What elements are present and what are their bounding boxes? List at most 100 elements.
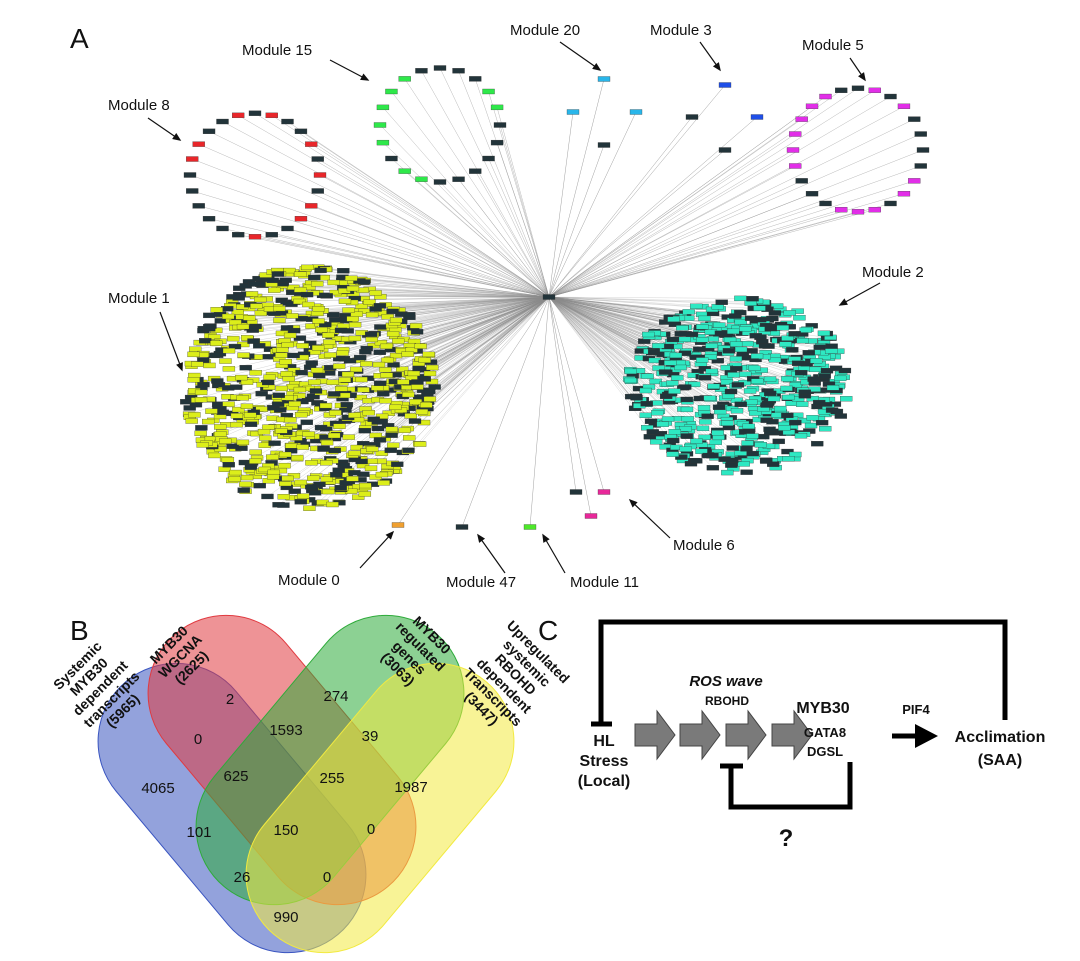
network-node bbox=[740, 469, 753, 475]
network-node bbox=[810, 358, 823, 364]
network-edge bbox=[548, 296, 592, 517]
network-edge bbox=[548, 296, 641, 359]
network-node bbox=[641, 373, 654, 379]
venn-count: 101 bbox=[186, 824, 211, 841]
network-node bbox=[279, 358, 292, 365]
network-node bbox=[346, 285, 360, 292]
network-node bbox=[369, 432, 382, 439]
network-node bbox=[697, 405, 711, 411]
panel-label-c: C bbox=[538, 615, 558, 646]
panel-label-a: A bbox=[70, 23, 89, 54]
network-node bbox=[490, 104, 504, 111]
network-node bbox=[411, 384, 424, 390]
network-node bbox=[365, 312, 379, 318]
network-node bbox=[305, 360, 318, 366]
network-node bbox=[373, 349, 386, 355]
network-node bbox=[320, 476, 333, 482]
network-node bbox=[726, 457, 739, 464]
network-node bbox=[373, 303, 387, 309]
network-node bbox=[711, 430, 724, 436]
network-node bbox=[254, 310, 268, 316]
network-node bbox=[789, 131, 802, 137]
network-node bbox=[789, 451, 802, 458]
network-node bbox=[680, 396, 693, 403]
network-node bbox=[412, 365, 425, 372]
network-node bbox=[698, 315, 711, 322]
network-node bbox=[781, 394, 795, 401]
network-node bbox=[274, 407, 287, 413]
venn-set-4 bbox=[245, 662, 515, 954]
network-edge bbox=[548, 193, 905, 298]
pointer-arrowhead bbox=[176, 362, 183, 372]
network-node bbox=[711, 304, 724, 310]
network-node bbox=[418, 357, 431, 363]
network-edge bbox=[548, 165, 921, 298]
network-node bbox=[229, 469, 242, 476]
network-node bbox=[401, 351, 414, 357]
network-node bbox=[824, 348, 838, 354]
network-node bbox=[834, 375, 847, 382]
network-node bbox=[281, 475, 294, 482]
network-node bbox=[294, 216, 308, 222]
network-node bbox=[523, 524, 537, 530]
network-node bbox=[656, 421, 669, 427]
network-edge bbox=[431, 296, 550, 382]
network-node bbox=[230, 413, 244, 419]
network-node bbox=[249, 458, 262, 464]
network-node bbox=[373, 437, 387, 443]
network-node bbox=[624, 377, 637, 384]
network-node bbox=[786, 347, 799, 353]
network-node bbox=[293, 298, 306, 305]
network-node bbox=[305, 460, 318, 466]
network-node bbox=[248, 110, 262, 116]
network-edge bbox=[548, 296, 656, 382]
network-node bbox=[348, 412, 361, 418]
network-node bbox=[259, 435, 272, 441]
network-node bbox=[314, 267, 327, 274]
network-node bbox=[805, 103, 819, 109]
network-node bbox=[734, 401, 747, 408]
network-edge bbox=[377, 296, 550, 421]
network-edge bbox=[324, 268, 550, 298]
network-node bbox=[469, 76, 482, 82]
network-node bbox=[760, 458, 773, 464]
network-node bbox=[277, 502, 290, 508]
network-node bbox=[237, 487, 250, 493]
network-node bbox=[649, 439, 663, 445]
network-edge bbox=[189, 174, 550, 298]
network-node bbox=[281, 118, 294, 125]
network-node bbox=[698, 366, 711, 372]
network-node bbox=[219, 438, 232, 444]
network-edge bbox=[548, 296, 686, 314]
module-label-3: Module 3 bbox=[650, 22, 712, 39]
network-node bbox=[398, 427, 411, 433]
network-node bbox=[712, 404, 726, 410]
network-node bbox=[367, 342, 380, 349]
network-node bbox=[740, 446, 753, 452]
network-node bbox=[794, 433, 808, 439]
network-node bbox=[389, 317, 403, 323]
network-node bbox=[195, 425, 208, 431]
network-node bbox=[699, 419, 712, 425]
network-node bbox=[407, 370, 421, 377]
network-node bbox=[779, 341, 792, 347]
network-node bbox=[643, 434, 657, 440]
network-node bbox=[355, 376, 368, 383]
network-node bbox=[279, 451, 292, 458]
network-edge bbox=[548, 111, 574, 298]
network-node bbox=[685, 331, 699, 337]
network-edge bbox=[202, 296, 550, 344]
network-edge bbox=[548, 296, 702, 308]
network-node bbox=[228, 476, 241, 482]
network-node bbox=[764, 325, 778, 332]
network-node bbox=[413, 441, 427, 447]
network-node bbox=[649, 378, 662, 385]
network-node bbox=[789, 382, 802, 388]
network-node bbox=[284, 417, 297, 423]
network-node bbox=[745, 399, 758, 405]
network-node bbox=[806, 395, 819, 402]
network-node bbox=[730, 366, 743, 372]
network-edge bbox=[439, 181, 550, 298]
network-node bbox=[254, 296, 267, 303]
network-node bbox=[396, 366, 409, 372]
